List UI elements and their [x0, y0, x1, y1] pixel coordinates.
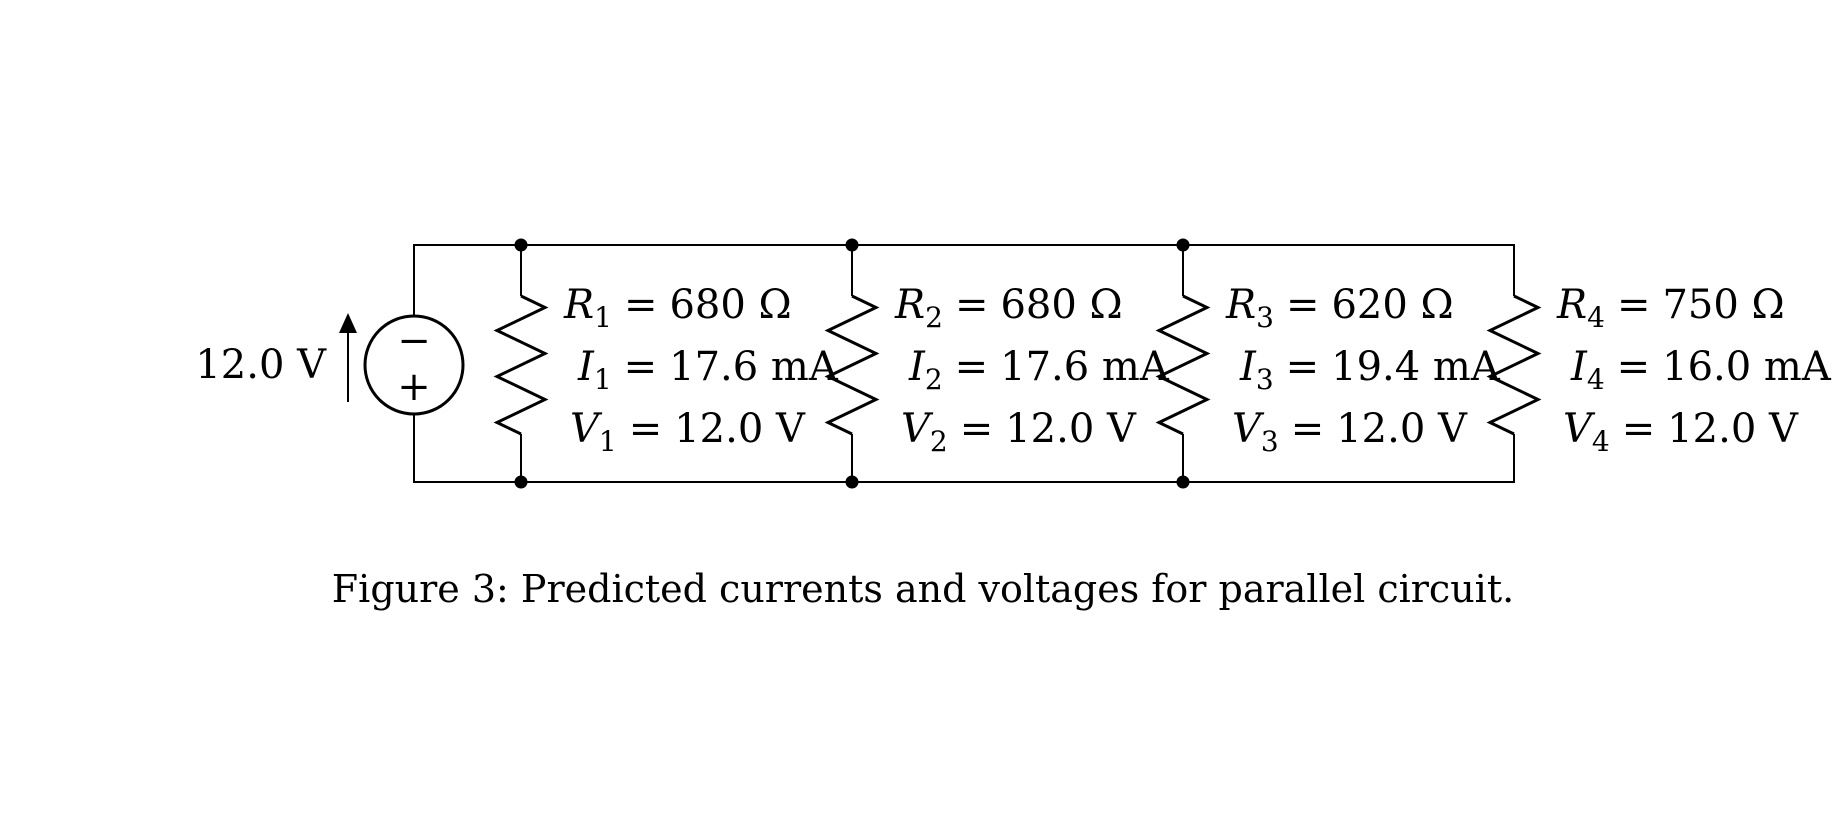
resistor-r4 [1486, 294, 1542, 436]
i1-label: I1=17.6 mA [577, 344, 839, 396]
r3-label: R3=620 Ω [1225, 282, 1454, 334]
r4-label: R4=750 Ω [1556, 282, 1785, 334]
v4-label: V4=12.0 V [1563, 406, 1799, 458]
branch-3-labels: R3=620 Ω I3=19.4 mA V3=12.0 V [1225, 282, 1501, 458]
v3-label: V3=12.0 V [1232, 406, 1468, 458]
resistor-r3 [1155, 294, 1211, 436]
branch-4-labels: R4=750 Ω I4=16.0 mA V4=12.0 V [1556, 282, 1832, 458]
junction-dot [1176, 475, 1190, 489]
branch-1-labels: R1=680 Ω I1=17.6 mA V1=12.0 V [563, 282, 839, 458]
i4-label: I4=16.0 mA [1570, 344, 1832, 396]
voltage-arrow-icon [339, 313, 357, 402]
top-rail-wire [413, 244, 1515, 316]
source-voltage-label: 12.0 V [195, 342, 327, 388]
v2-label: V2=12.0 V [901, 406, 1137, 458]
bottom-rail-wire [413, 414, 1515, 483]
junction-dot [845, 238, 859, 252]
junction-dot [845, 475, 859, 489]
i2-label: I2=17.6 mA [908, 344, 1170, 396]
voltage-source-plus-sign: + [397, 364, 431, 410]
r1-label: R1=680 Ω [563, 282, 792, 334]
resistor-r2 [824, 294, 880, 436]
voltage-source-minus-sign: − [397, 318, 431, 364]
junction-dot [514, 238, 528, 252]
junction-dot [1176, 238, 1190, 252]
voltage-source-circle [363, 314, 465, 416]
circuit-wires [413, 244, 1515, 483]
junction-dot [514, 475, 528, 489]
i3-label: I3=19.4 mA [1239, 344, 1501, 396]
junction-dots [514, 238, 1190, 489]
r2-label: R2=680 Ω [894, 282, 1123, 334]
v1-label: V1=12.0 V [570, 406, 806, 458]
voltage-source: − + [363, 314, 465, 416]
resistor-r1 [493, 294, 549, 436]
branch-2-labels: R2=680 Ω I2=17.6 mA V2=12.0 V [894, 282, 1170, 458]
figure-caption: Figure 3: Predicted currents and voltage… [332, 567, 1514, 611]
